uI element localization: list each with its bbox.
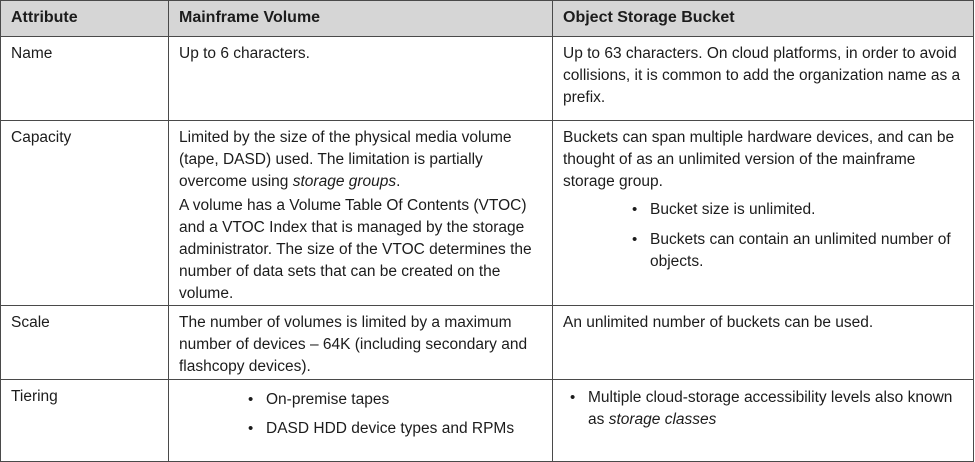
object-storage-text: An unlimited number of buckets can be us… [563,314,874,331]
list-item: Buckets can contain an unlimited number … [632,229,965,273]
cell-object-storage: An unlimited number of buckets can be us… [552,305,974,380]
cell-attribute: Capacity [0,120,169,306]
attribute-label: Capacity [11,129,72,146]
cell-object-storage: Up to 63 characters. On cloud platforms,… [552,36,974,121]
cell-mainframe: Limited by the size of the physical medi… [168,120,553,306]
table-row-name: Name Up to 6 characters. Up to 63 charac… [0,36,974,121]
table-row-scale: Scale The number of volumes is limited b… [0,305,974,380]
cell-object-storage: Multiple cloud-storage accessibility lev… [552,379,974,462]
cell-mainframe: Up to 6 characters. [168,36,553,121]
object-storage-paragraph: Buckets can span multiple hardware devic… [563,129,955,190]
mainframe-text: The number of volumes is limited by a ma… [179,314,528,375]
cell-attribute: Name [0,36,169,121]
cell-attribute: Tiering [0,379,169,462]
cell-attribute: Scale [0,305,169,380]
bullet-list: On-premise tapes DASD HDD device types a… [248,389,544,440]
table-row-tiering: Tiering On-premise tapes DASD HDD device… [0,379,974,462]
header-attribute: Attribute [0,0,169,37]
list-item: Bucket size is unlimited. [632,199,965,221]
cell-mainframe: The number of volumes is limited by a ma… [168,305,553,380]
header-object-storage-bucket: Object Storage Bucket [552,0,974,37]
emphasis-text: storage groups [292,173,397,190]
emphasis-text: storage classes [608,411,717,428]
attribute-label: Scale [11,314,50,331]
mainframe-text: Up to 6 characters. [179,45,310,62]
cell-object-storage: Buckets can span multiple hardware devic… [552,120,974,306]
attribute-label: Tiering [11,388,58,405]
attribute-label: Name [11,45,53,62]
list-item: On-premise tapes [248,389,544,411]
cell-mainframe: On-premise tapes DASD HDD device types a… [168,379,553,462]
header-mainframe-volume: Mainframe Volume [168,0,553,37]
bullet-list: Multiple cloud-storage accessibility lev… [570,387,965,431]
mainframe-paragraph: Limited by the size of the physical medi… [179,129,512,190]
table-header-row: Attribute Mainframe Volume Object Storag… [0,0,974,37]
object-storage-text: Up to 63 characters. On cloud platforms,… [563,45,961,106]
mainframe-paragraph: A volume has a Volume Table Of Contents … [179,197,532,302]
bullet-list: Bucket size is unlimited. Buckets can co… [632,199,965,273]
table-row-capacity: Capacity Limited by the size of the phys… [0,120,974,306]
list-item: DASD HDD device types and RPMs [248,418,544,440]
list-item: Multiple cloud-storage accessibility lev… [570,387,965,431]
